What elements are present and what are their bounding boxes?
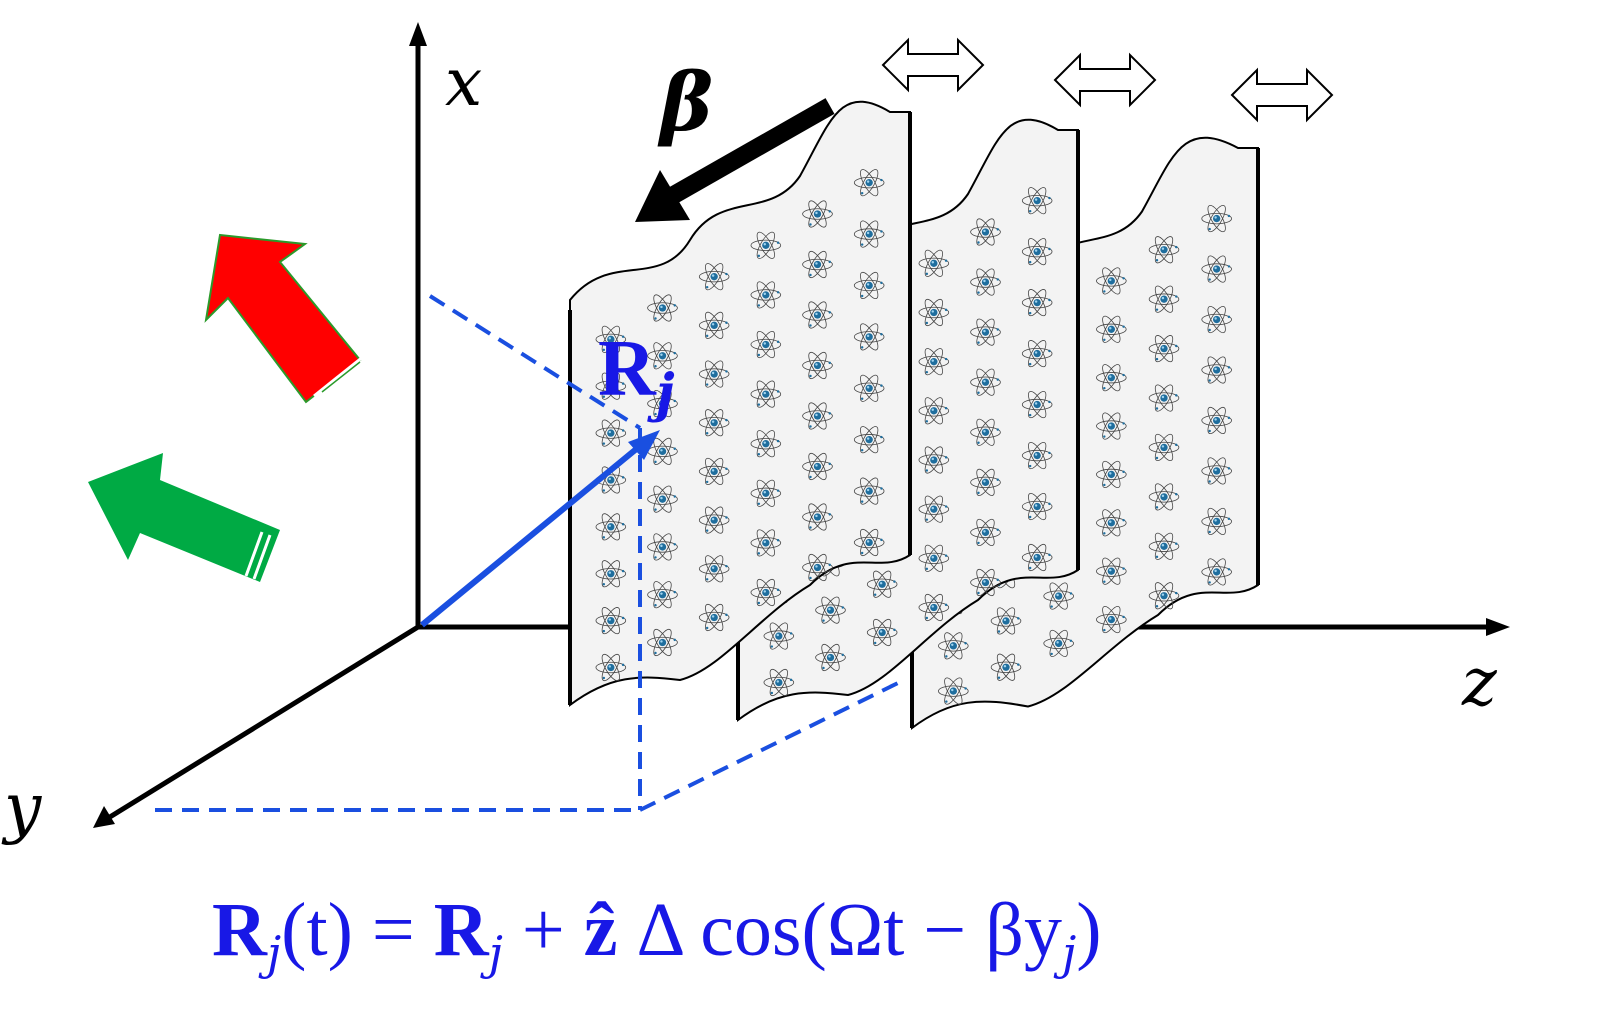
beta-label: β	[657, 55, 713, 149]
double-headed-arrow-icon	[1053, 52, 1157, 108]
projection-z-line	[639, 680, 901, 812]
z-axis-arrowhead	[1486, 618, 1510, 636]
projection-x-line	[428, 294, 642, 430]
green-laser-arrow	[88, 453, 280, 582]
beta-arrow	[635, 98, 835, 222]
z-axis-label: z	[1461, 644, 1498, 721]
displacement-equation: Rj(t) = Rj + ẑ Δ cos(Ωt − βyj)	[212, 888, 1102, 980]
atom-sheet	[569, 100, 911, 707]
red-laser-arrow	[204, 233, 365, 404]
x-axis-arrowhead	[409, 22, 427, 46]
y-axis-arrowhead	[93, 806, 115, 828]
double-headed-arrow-icon	[1230, 67, 1334, 123]
position-vector-symbol: R	[598, 325, 657, 413]
projection-lines	[155, 294, 901, 812]
position-vector-label: Rj	[598, 325, 675, 424]
y-axis-label: y	[1, 769, 42, 846]
double-headed-arrow-icon	[881, 37, 985, 93]
atom-sheets	[568, 100, 1260, 730]
y-axis	[103, 624, 420, 823]
oscillation-arrows	[881, 37, 1334, 123]
position-vector	[420, 430, 660, 628]
x-axis-label: x	[445, 44, 482, 121]
